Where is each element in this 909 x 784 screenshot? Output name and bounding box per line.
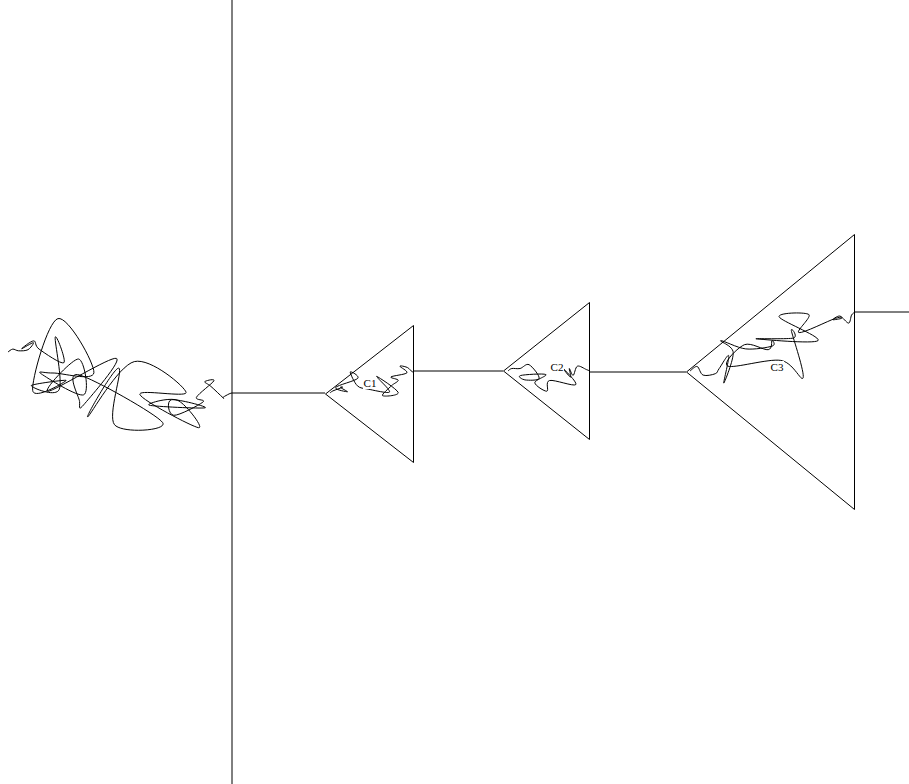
tether-line — [232, 393, 325, 394]
wall-line — [232, 0, 233, 784]
chain-coil — [690, 312, 855, 383]
block-label: C1 — [363, 377, 378, 389]
link-line — [414, 371, 503, 372]
block-label: C3 — [770, 361, 785, 373]
link-line — [590, 372, 686, 373]
tail-line — [855, 312, 909, 313]
block-label: C2 — [550, 361, 565, 373]
chain-coil — [8, 318, 232, 430]
triangle-block: C1 — [325, 325, 414, 463]
triangle-block: C2 — [503, 302, 590, 440]
triangle-block: C3 — [686, 234, 855, 510]
triangle-outline — [325, 325, 414, 463]
triangle-outline — [503, 302, 590, 440]
